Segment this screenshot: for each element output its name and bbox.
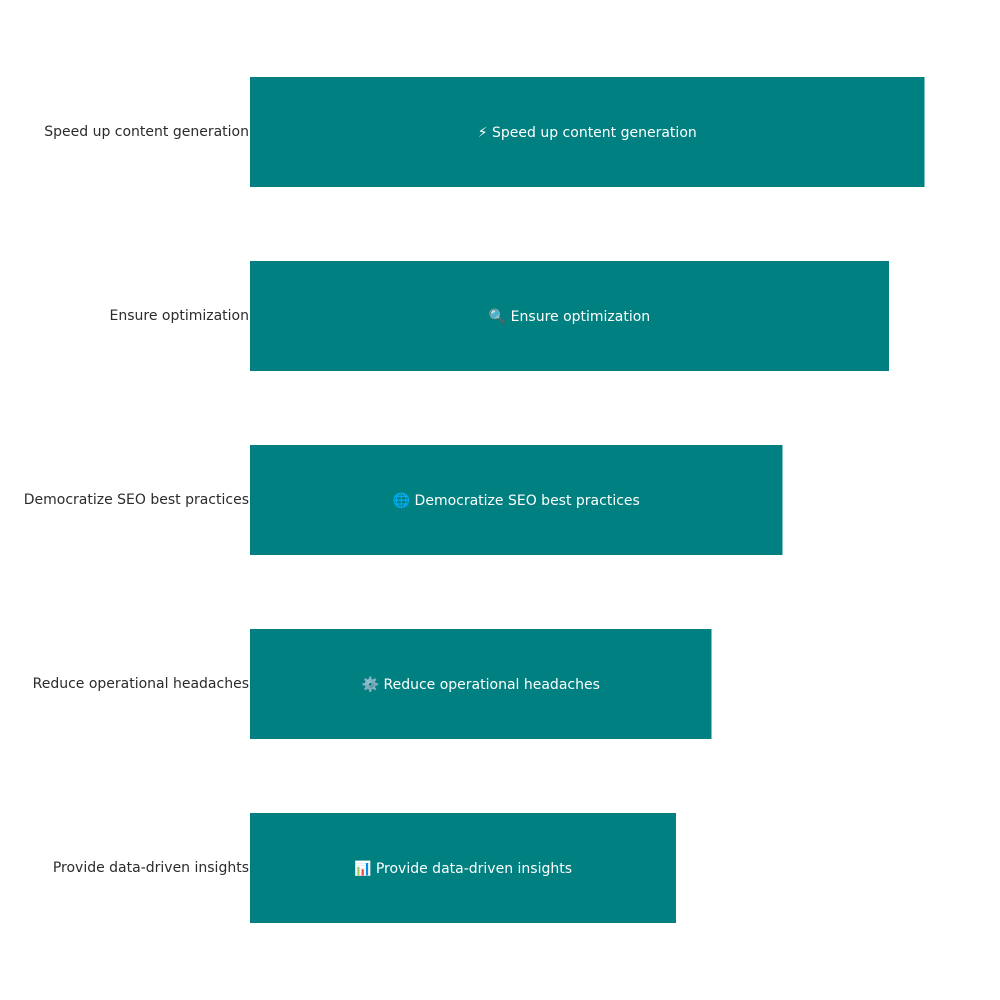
bar-3[interactable] [250, 445, 783, 555]
category-label: Speed up content generation [44, 124, 249, 140]
bar-text-label: 🔍 Ensure optimization [489, 307, 650, 325]
bar-4[interactable] [250, 629, 712, 739]
category-label: Ensure optimization [109, 308, 249, 324]
category-label: Democratize SEO best practices [24, 492, 249, 508]
bar-1[interactable] [250, 77, 925, 187]
bar-text-label: 🌐 Democratize SEO best practices [393, 492, 640, 509]
category-label: Reduce operational headaches [33, 676, 249, 692]
bar-text-label: 📊 Provide data-driven insights [354, 860, 572, 877]
bar-2[interactable] [250, 261, 889, 371]
category-label: Provide data-driven insights [53, 860, 249, 876]
bar-5[interactable] [250, 813, 676, 923]
bar-text-label: ⚙️ Reduce operational headaches [362, 676, 600, 693]
bar-text-label: ⚡ Speed up content generation [478, 125, 697, 141]
